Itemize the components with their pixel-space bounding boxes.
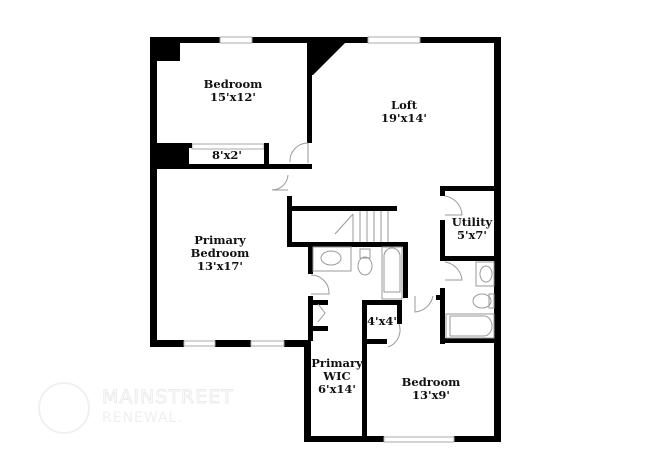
room-label-bedroom-2: Bedroom 13'x9' xyxy=(402,376,461,402)
bath-fixtures xyxy=(312,246,495,339)
brand-subname: RENEWAL. xyxy=(102,410,183,426)
windows xyxy=(183,36,455,443)
room-label-primary-bedroom: Primary Bedroom 13'x17' xyxy=(191,234,250,273)
room-name-line2: Bedroom xyxy=(190,246,250,260)
room-name: Bedroom xyxy=(203,77,263,91)
house-circle-icon xyxy=(38,382,90,434)
room-dimensions: 19'x14' xyxy=(381,111,427,125)
room-label-closet-2: 4'x4' xyxy=(367,315,397,328)
room-dimensions: 13'x9' xyxy=(412,388,450,402)
watermark-logo: MAINSTREET RENEWAL. xyxy=(38,380,268,436)
room-label-bedroom-1: Bedroom 15'x12' xyxy=(204,78,263,104)
brand-name: MAINSTREET xyxy=(102,386,234,409)
room-name: Utility xyxy=(451,215,493,229)
room-dimensions: 15'x12' xyxy=(210,90,256,104)
room-name-line1: Primary xyxy=(194,233,246,247)
room-dimensions: 5'x7' xyxy=(457,228,487,242)
room-dimensions: 8'x2' xyxy=(212,148,242,162)
room-dimensions: 4'x4' xyxy=(367,314,397,328)
room-label-utility: Utility 5'x7' xyxy=(452,216,492,242)
room-label-loft: Loft 19'x14' xyxy=(381,99,427,125)
room-name: Loft xyxy=(390,98,417,112)
room-dimensions: 6'x14' xyxy=(318,382,356,396)
room-label-primary-wic: Primary WIC 6'x14' xyxy=(311,357,362,396)
stairs xyxy=(334,211,389,242)
room-dimensions: 13'x17' xyxy=(197,259,243,273)
interior-walls xyxy=(157,43,498,442)
room-name-line1: Primary xyxy=(311,356,363,370)
room-label-closet-1: 8'x2' xyxy=(212,149,242,162)
room-name-line2: WIC xyxy=(323,369,351,383)
doors xyxy=(271,142,463,348)
room-name: Bedroom xyxy=(401,375,461,389)
